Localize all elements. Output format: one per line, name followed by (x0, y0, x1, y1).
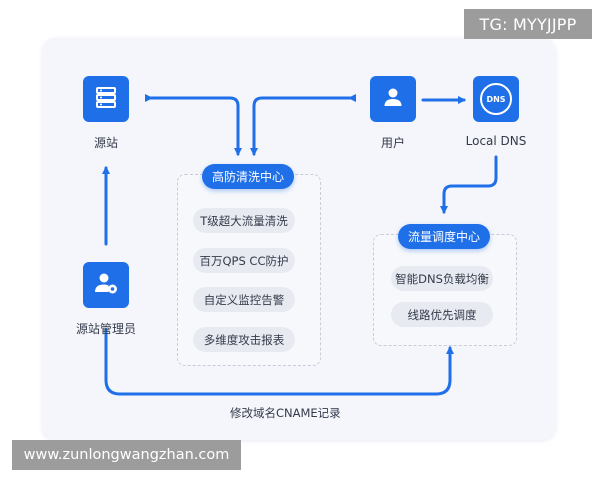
local-dns-label: Local DNS (465, 134, 527, 148)
scrubbing-item: 自定义监控告警 (193, 287, 295, 312)
arrow-user-to-scrubbing (250, 94, 356, 156)
user-node (370, 76, 416, 122)
server-icon (94, 85, 118, 113)
dns-icon-text: DNS (486, 94, 506, 104)
dispatch-item: 智能DNS负载均衡 (391, 266, 493, 291)
dispatch-center-title: 流量调度中心 (398, 224, 490, 249)
scrubbing-item: 百万QPS CC防护 (193, 248, 295, 273)
origin-admin-label: 源站管理员 (75, 322, 136, 336)
scrubbing-item: 多维度攻击报表 (193, 327, 295, 352)
site-watermark: www.zunlongwangzhan.com (12, 440, 241, 470)
origin-admin-node (83, 262, 129, 308)
scrubbing-center-title: 高防清洗中心 (202, 164, 294, 189)
arrow-admin-to-dispatch (104, 328, 454, 396)
arrow-localdns-to-dispatch (440, 155, 498, 214)
admin-user-settings-icon (93, 270, 119, 300)
user-label: 用户 (380, 136, 405, 150)
arrow-origin-to-scrubbing (145, 94, 242, 156)
dispatch-item: 线路优先调度 (391, 302, 493, 327)
dns-icon: DNS (480, 83, 512, 115)
local-dns-node: DNS (473, 76, 519, 122)
cname-caption: 修改域名CNAME记录 (230, 406, 341, 420)
tg-watermark: TG: MYYJJPP (464, 9, 592, 39)
scrubbing-item: T级超大流量清洗 (193, 208, 295, 233)
user-icon (381, 85, 405, 113)
origin-server-node (83, 76, 129, 122)
origin-label: 源站 (93, 136, 118, 150)
